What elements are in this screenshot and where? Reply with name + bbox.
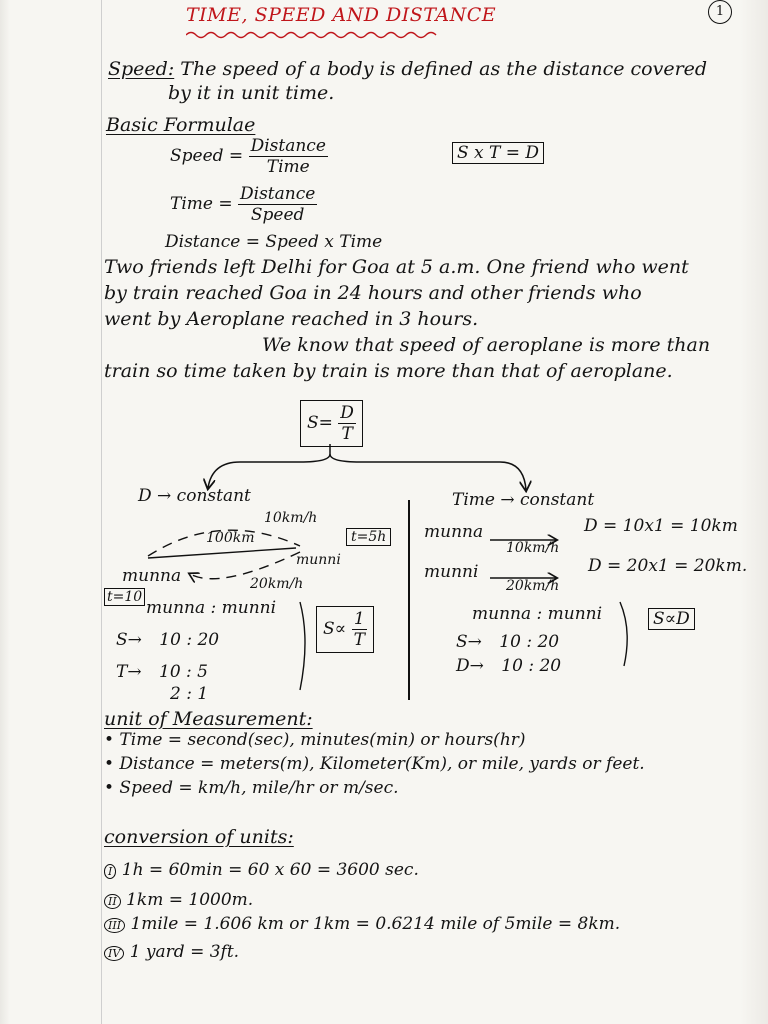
left-row-t-label: T→	[116, 662, 142, 682]
time-formula-lhs: Time =	[170, 194, 233, 214]
right-munna-calc: D = 10x1 = 10km	[584, 516, 738, 536]
example-line-2: by train reached Goa in 24 hours and oth…	[104, 282, 642, 304]
left-relation-box: S∝ 1 T	[316, 606, 374, 653]
left-row-simplified: 2 : 1	[170, 684, 209, 704]
conversion-marker-4: IV	[104, 946, 125, 961]
definition-line-2: by it in unit time.	[168, 82, 335, 104]
left-relation-denominator: T	[353, 630, 365, 650]
left-row-s-label: S→	[116, 630, 142, 650]
conversion-text-2: 1km = 1000m.	[126, 890, 254, 910]
right-munni-calc: D = 20x1 = 20km.	[588, 556, 748, 576]
conversion-text-4: 1 yard = 3ft.	[129, 942, 240, 962]
definition-line-1: Speed: The speed of a body is defined as…	[108, 58, 707, 80]
right-munni: munni	[424, 562, 479, 582]
right-row-d-label: D→	[456, 656, 484, 676]
speed-denominator: Time	[266, 157, 310, 177]
right-munna-speed: 10km/h	[506, 540, 560, 556]
right-munna: munna	[424, 522, 484, 542]
left-relation-lhs: S∝	[323, 619, 347, 639]
speed-numerator: Distance	[248, 136, 328, 157]
tree-root-numerator: D	[338, 403, 356, 424]
units-speed: • Speed = km/h, mile/hr or m/sec.	[104, 778, 399, 798]
left-relation-numerator: 1	[351, 609, 367, 630]
left-name-munna: munna	[122, 566, 182, 586]
left-relation-fraction: 1 T	[351, 609, 367, 650]
boxed-formula: S x T = D	[452, 142, 545, 164]
definition-term: Speed:	[108, 58, 175, 80]
example-line-3: went by Aeroplane reached in 3 hours.	[104, 308, 479, 330]
left-speed-bottom: 20km/h	[250, 576, 304, 592]
page-number: 1	[708, 0, 732, 24]
right-row-s-label: S→	[456, 632, 482, 652]
conversion-text-1: 1h = 60min = 60 x 60 = 3600 sec.	[121, 860, 419, 880]
tree-root-lhs: S=	[307, 413, 333, 433]
left-row-t-values: 10 : 5	[159, 662, 208, 682]
right-row-s: S→ 10 : 20	[456, 632, 559, 652]
time-formula-fraction: Distance Speed	[238, 184, 318, 225]
right-row-d-values: 10 : 20	[501, 656, 562, 676]
units-heading: unit of Measurement:	[104, 708, 313, 730]
time-numerator: Distance	[238, 184, 318, 205]
left-name-munni: munni	[296, 552, 341, 568]
right-munni-speed: 20km/h	[506, 578, 560, 594]
speed-formula-fraction: Distance Time	[248, 136, 328, 177]
tree-root-fraction: D T	[338, 403, 356, 444]
right-ratio-header: munna : munni	[472, 604, 603, 624]
conversion-item-4: IV 1 yard = 3ft.	[104, 942, 239, 962]
left-row-s: S→ 10 : 20	[116, 630, 219, 650]
conversion-text-3: 1mile = 1.606 km or 1km = 0.6214 mile of…	[130, 914, 621, 934]
speed-formula-lhs: Speed =	[170, 146, 244, 166]
right-row-s-values: 10 : 20	[499, 632, 560, 652]
left-speed-top: 10km/h	[264, 510, 318, 526]
conversion-marker-3: III	[104, 918, 126, 933]
right-row-d: D→ 10 : 20	[456, 656, 561, 676]
units-distance: • Distance = meters(m), Kilometer(Km), o…	[104, 754, 645, 774]
example-line-4: We know that speed of aeroplane is more …	[262, 334, 711, 356]
left-distance: 100km	[206, 530, 255, 546]
left-branch-label: D → constant	[138, 486, 251, 506]
example-line-1: Two friends left Delhi for Goa at 5 a.m.…	[104, 256, 689, 278]
time-denominator: Speed	[250, 205, 305, 225]
conversion-marker-2: II	[104, 894, 121, 909]
speed-formula: Speed = Distance Time	[170, 136, 328, 177]
tree-divider	[408, 500, 410, 700]
left-t-munni-box: t=5h	[346, 528, 392, 546]
definition-text-1: The speed of a body is defined as the di…	[180, 58, 708, 80]
tree-root-box: S= D T	[300, 400, 363, 447]
conversion-item-3: III 1mile = 1.606 km or 1km = 0.6214 mil…	[104, 914, 620, 934]
left-row-t: T→ 10 : 5	[116, 662, 208, 682]
left-row-s-values: 10 : 20	[159, 630, 220, 650]
right-branch-label: Time → constant	[452, 490, 595, 510]
margin-line	[101, 0, 102, 1024]
conversion-item-1: I 1h = 60min = 60 x 60 = 3600 sec.	[104, 860, 419, 880]
time-formula: Time = Distance Speed	[170, 184, 318, 225]
conversion-marker-1: I	[104, 864, 117, 879]
distance-formula: Distance = Speed x Time	[165, 232, 383, 252]
left-ratio-header: munna : munni	[146, 598, 277, 618]
tree-root-denominator: T	[341, 424, 353, 444]
formulae-heading: Basic Formulae	[106, 114, 256, 136]
left-t-munna-box: t=10	[104, 588, 146, 606]
title-underline-wave	[186, 31, 437, 39]
page-title: TIME, SPEED AND DISTANCE	[186, 4, 497, 26]
example-line-5: train so time taken by train is more tha…	[104, 360, 673, 382]
right-relation-box: S∝D	[648, 608, 695, 630]
conversion-item-2: II 1km = 1000m.	[104, 890, 253, 910]
units-time: • Time = second(sec), minutes(min) or ho…	[104, 730, 526, 750]
conversion-heading: conversion of units:	[104, 826, 294, 848]
